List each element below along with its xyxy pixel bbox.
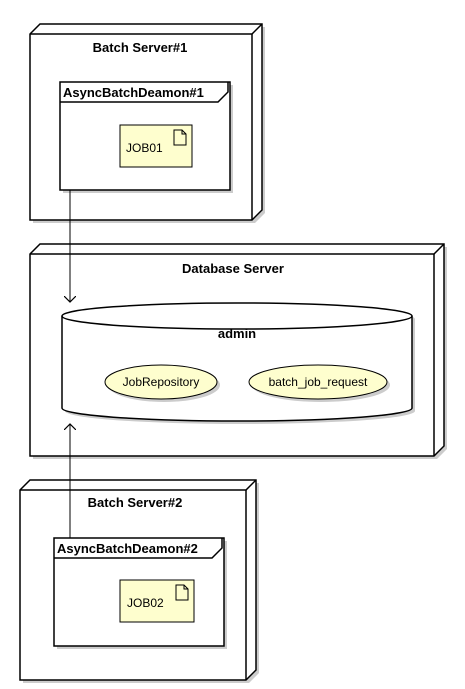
database-title: admin — [218, 326, 256, 341]
artifact-job01: JOB01 — [119, 124, 193, 168]
node-title: Database Server — [182, 261, 284, 276]
entity-job-repository: JobRepository — [104, 364, 220, 402]
entity-label: batch_job_request — [269, 375, 368, 389]
database-admin: admin — [61, 302, 415, 424]
entity-batch-job-request: batch_job_request — [248, 364, 390, 402]
document-icon — [175, 584, 189, 601]
frame-async-batch-deamon-2: AsyncBatchDeamon#2 — [53, 537, 227, 649]
document-icon — [173, 129, 187, 146]
artifact-label: JOB02 — [127, 596, 164, 610]
node-title: Batch Server#2 — [88, 495, 183, 510]
frame-title: AsyncBatchDeamon#2 — [57, 541, 198, 556]
artifact-job02: JOB02 — [119, 579, 195, 623]
entity-label: JobRepository — [123, 375, 200, 389]
node-title: Batch Server#1 — [93, 40, 188, 55]
artifact-label: JOB01 — [126, 141, 163, 155]
frame-title: AsyncBatchDeamon#1 — [63, 85, 204, 100]
